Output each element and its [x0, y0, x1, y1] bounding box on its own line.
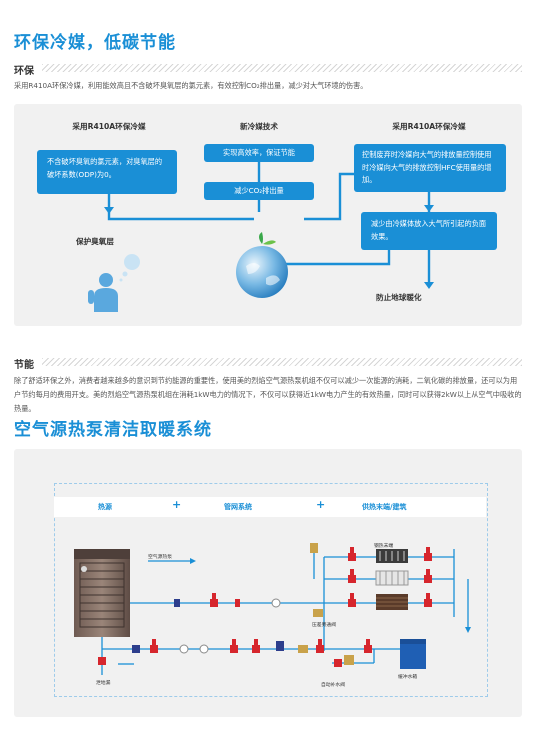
col2-box-co2: 减少CO₂排出量 [204, 182, 314, 200]
save-label: 节能 [14, 360, 34, 371]
bar-plus-1: + [172, 498, 182, 511]
bar-plus-2: + [316, 498, 326, 511]
env-text: 采用R410A环保冷媒，利用能效高且不含破坏臭氧层的氯元素，有效控制CO₂排出量… [14, 81, 368, 90]
col1-heading: 采用R410A环保冷媒 [72, 122, 146, 131]
fan-coil-label: 钢热末端 [374, 544, 394, 549]
eco-panel: 采用R410A环保冷媒 不含破坏臭氧的氯元素，对臭氧层的破坏系数(ODP)为0。… [14, 104, 522, 326]
heat-pump-unit [74, 549, 130, 637]
piping-diagram [98, 543, 471, 675]
bar-terminal: 供热末端/建筑 [362, 503, 407, 511]
drain-label: 泄地漏 [96, 681, 111, 686]
col3-bottom-label: 防止地球暖化 [376, 293, 422, 302]
person-thinking-icon [88, 254, 140, 312]
section2-title: 空气源热泵清洁取暖系统 [14, 420, 212, 440]
col3-box-reduce: 减少由冷媒体放入大气所引起的负面效果。 [361, 212, 497, 250]
bar-heat-source: 热源 [98, 503, 112, 511]
save-divider [42, 358, 522, 366]
col1-box: 不含破坏臭氧的氯元素，对臭氧层的破坏系数(ODP)为0。 [37, 150, 177, 194]
system-header-bar [54, 497, 486, 517]
system-panel: 热源 + 管网系统 + 供热末端/建筑 空气源热泵 [14, 449, 522, 717]
save-text: 除了舒适环保之外，消费者越来越多的意识到节约能源的重要性，使用美的烈焰空气源热泵… [14, 376, 522, 413]
section1-title: 环保冷媒，低碳节能 [14, 33, 176, 53]
bypass-valve-label: 压差旁通阀 [312, 623, 336, 628]
globe-leaf-icon [236, 232, 288, 298]
col3-box-control: 控制废弃时冷媒向大气的排放量控制使用时冷媒向大气的排放控制HFC使用量的增加。 [354, 144, 506, 192]
col2-heading: 新冷媒技术 [240, 122, 278, 131]
col1-bottom-label: 保护臭氧层 [76, 237, 114, 246]
unit-label: 空气源热泵 [148, 555, 172, 560]
env-divider [42, 64, 522, 72]
bar-pipe-network: 管网系统 [224, 503, 252, 511]
col2-box-efficiency: 实现高效率，保证节能 [204, 144, 314, 162]
env-label: 环保 [14, 66, 34, 77]
col3-heading: 采用R410A环保冷媒 [392, 122, 466, 131]
system-frame [54, 483, 488, 697]
auto-fill-valve-label: 自动补水阀 [321, 683, 345, 688]
buffer-tank-label: 缓冲水箱 [398, 675, 418, 680]
